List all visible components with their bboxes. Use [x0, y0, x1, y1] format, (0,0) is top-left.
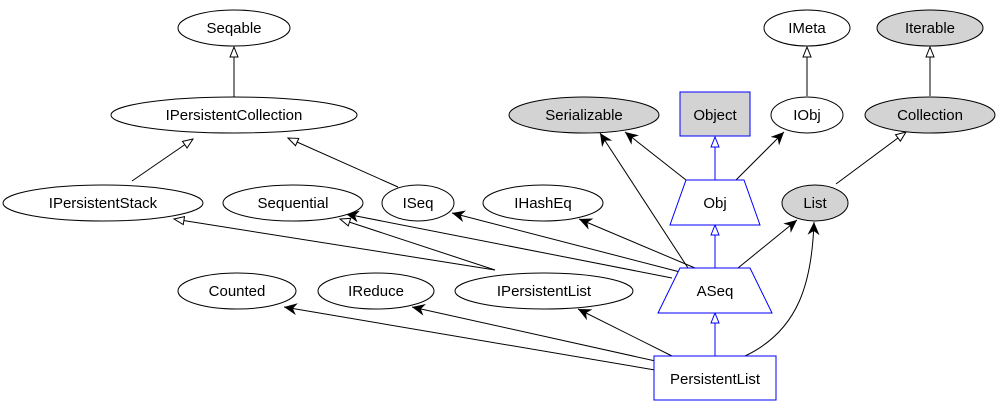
node-aseq-label: ASeq [697, 283, 734, 300]
node-ipersistentstack: IPersistentStack [2, 184, 204, 222]
edges [131, 47, 930, 371]
node-ipersistentlist-label: IPersistentList [497, 283, 592, 300]
edge-aseq-ihasheq [578, 218, 696, 269]
node-iseq: ISeq [381, 184, 455, 222]
node-iobj-label: IObj [793, 107, 821, 124]
edge-obj-iobj [735, 131, 785, 181]
node-iobj: IObj [770, 96, 844, 134]
edge-aseq-serializable [599, 132, 689, 269]
node-collection-label: Collection [897, 107, 963, 124]
node-sequential-label: Sequential [258, 195, 329, 212]
node-list: List [781, 184, 849, 222]
node-iterable: Iterable [876, 9, 984, 47]
edge-ipersistentstack-ipersistentcollection [131, 139, 193, 182]
node-persistentlist: PersistentList [653, 355, 777, 401]
node-serializable-label: Serializable [545, 107, 623, 124]
node-ireduce-label: IReduce [348, 283, 404, 300]
edge-list-collection [835, 132, 906, 185]
node-ipersistentlist: IPersistentList [454, 272, 634, 310]
node-sequential: Sequential [222, 184, 364, 222]
edge-persistentlist-list [744, 221, 820, 357]
node-counted-label: Counted [209, 283, 266, 300]
edge-aseq-sequential [345, 210, 673, 279]
node-obj-label: Obj [703, 195, 726, 212]
edge-iseq-ipersistentcollection [288, 138, 399, 188]
node-imeta-label: IMeta [788, 20, 826, 37]
edge-ipersistentlist-sequential [340, 219, 496, 271]
nodes: Seqable IMeta Iterable IPersistentCollec… [2, 9, 996, 401]
node-iterable-label: Iterable [905, 20, 955, 37]
node-object-label: Object [693, 107, 737, 124]
edge-persistentlist-ireduce [411, 303, 661, 363]
node-seqable: Seqable [177, 9, 291, 47]
node-ihasheq-label: IHashEq [514, 195, 572, 212]
node-object: Object [679, 91, 751, 137]
node-ihasheq: IHashEq [482, 184, 604, 222]
edge-obj-serializable [624, 131, 687, 181]
node-collection: Collection [864, 96, 996, 134]
node-seqable-label: Seqable [206, 20, 261, 37]
node-ipersistentcollection-label: IPersistentCollection [166, 107, 303, 124]
node-serializable: Serializable [508, 96, 660, 134]
edge-ipersistentlist-ipersistentstack [174, 219, 496, 271]
node-iseq-label: ISeq [403, 195, 434, 212]
node-obj: Obj [669, 179, 761, 226]
edge-aseq-iseq [451, 210, 681, 273]
edge-persistentlist-ipersistentlist [577, 308, 673, 357]
node-ipersistentcollection: IPersistentCollection [110, 96, 358, 134]
edge-aseq-list [737, 219, 798, 269]
edge-persistentlist-counted [283, 303, 656, 371]
node-ireduce: IReduce [317, 272, 435, 310]
node-counted: Counted [177, 272, 297, 310]
node-ipersistentstack-label: IPersistentStack [49, 195, 158, 212]
node-imeta: IMeta [763, 9, 851, 47]
node-list-label: List [803, 195, 827, 212]
node-persistentlist-label: PersistentList [670, 371, 761, 388]
node-aseq: ASeq [657, 267, 773, 314]
